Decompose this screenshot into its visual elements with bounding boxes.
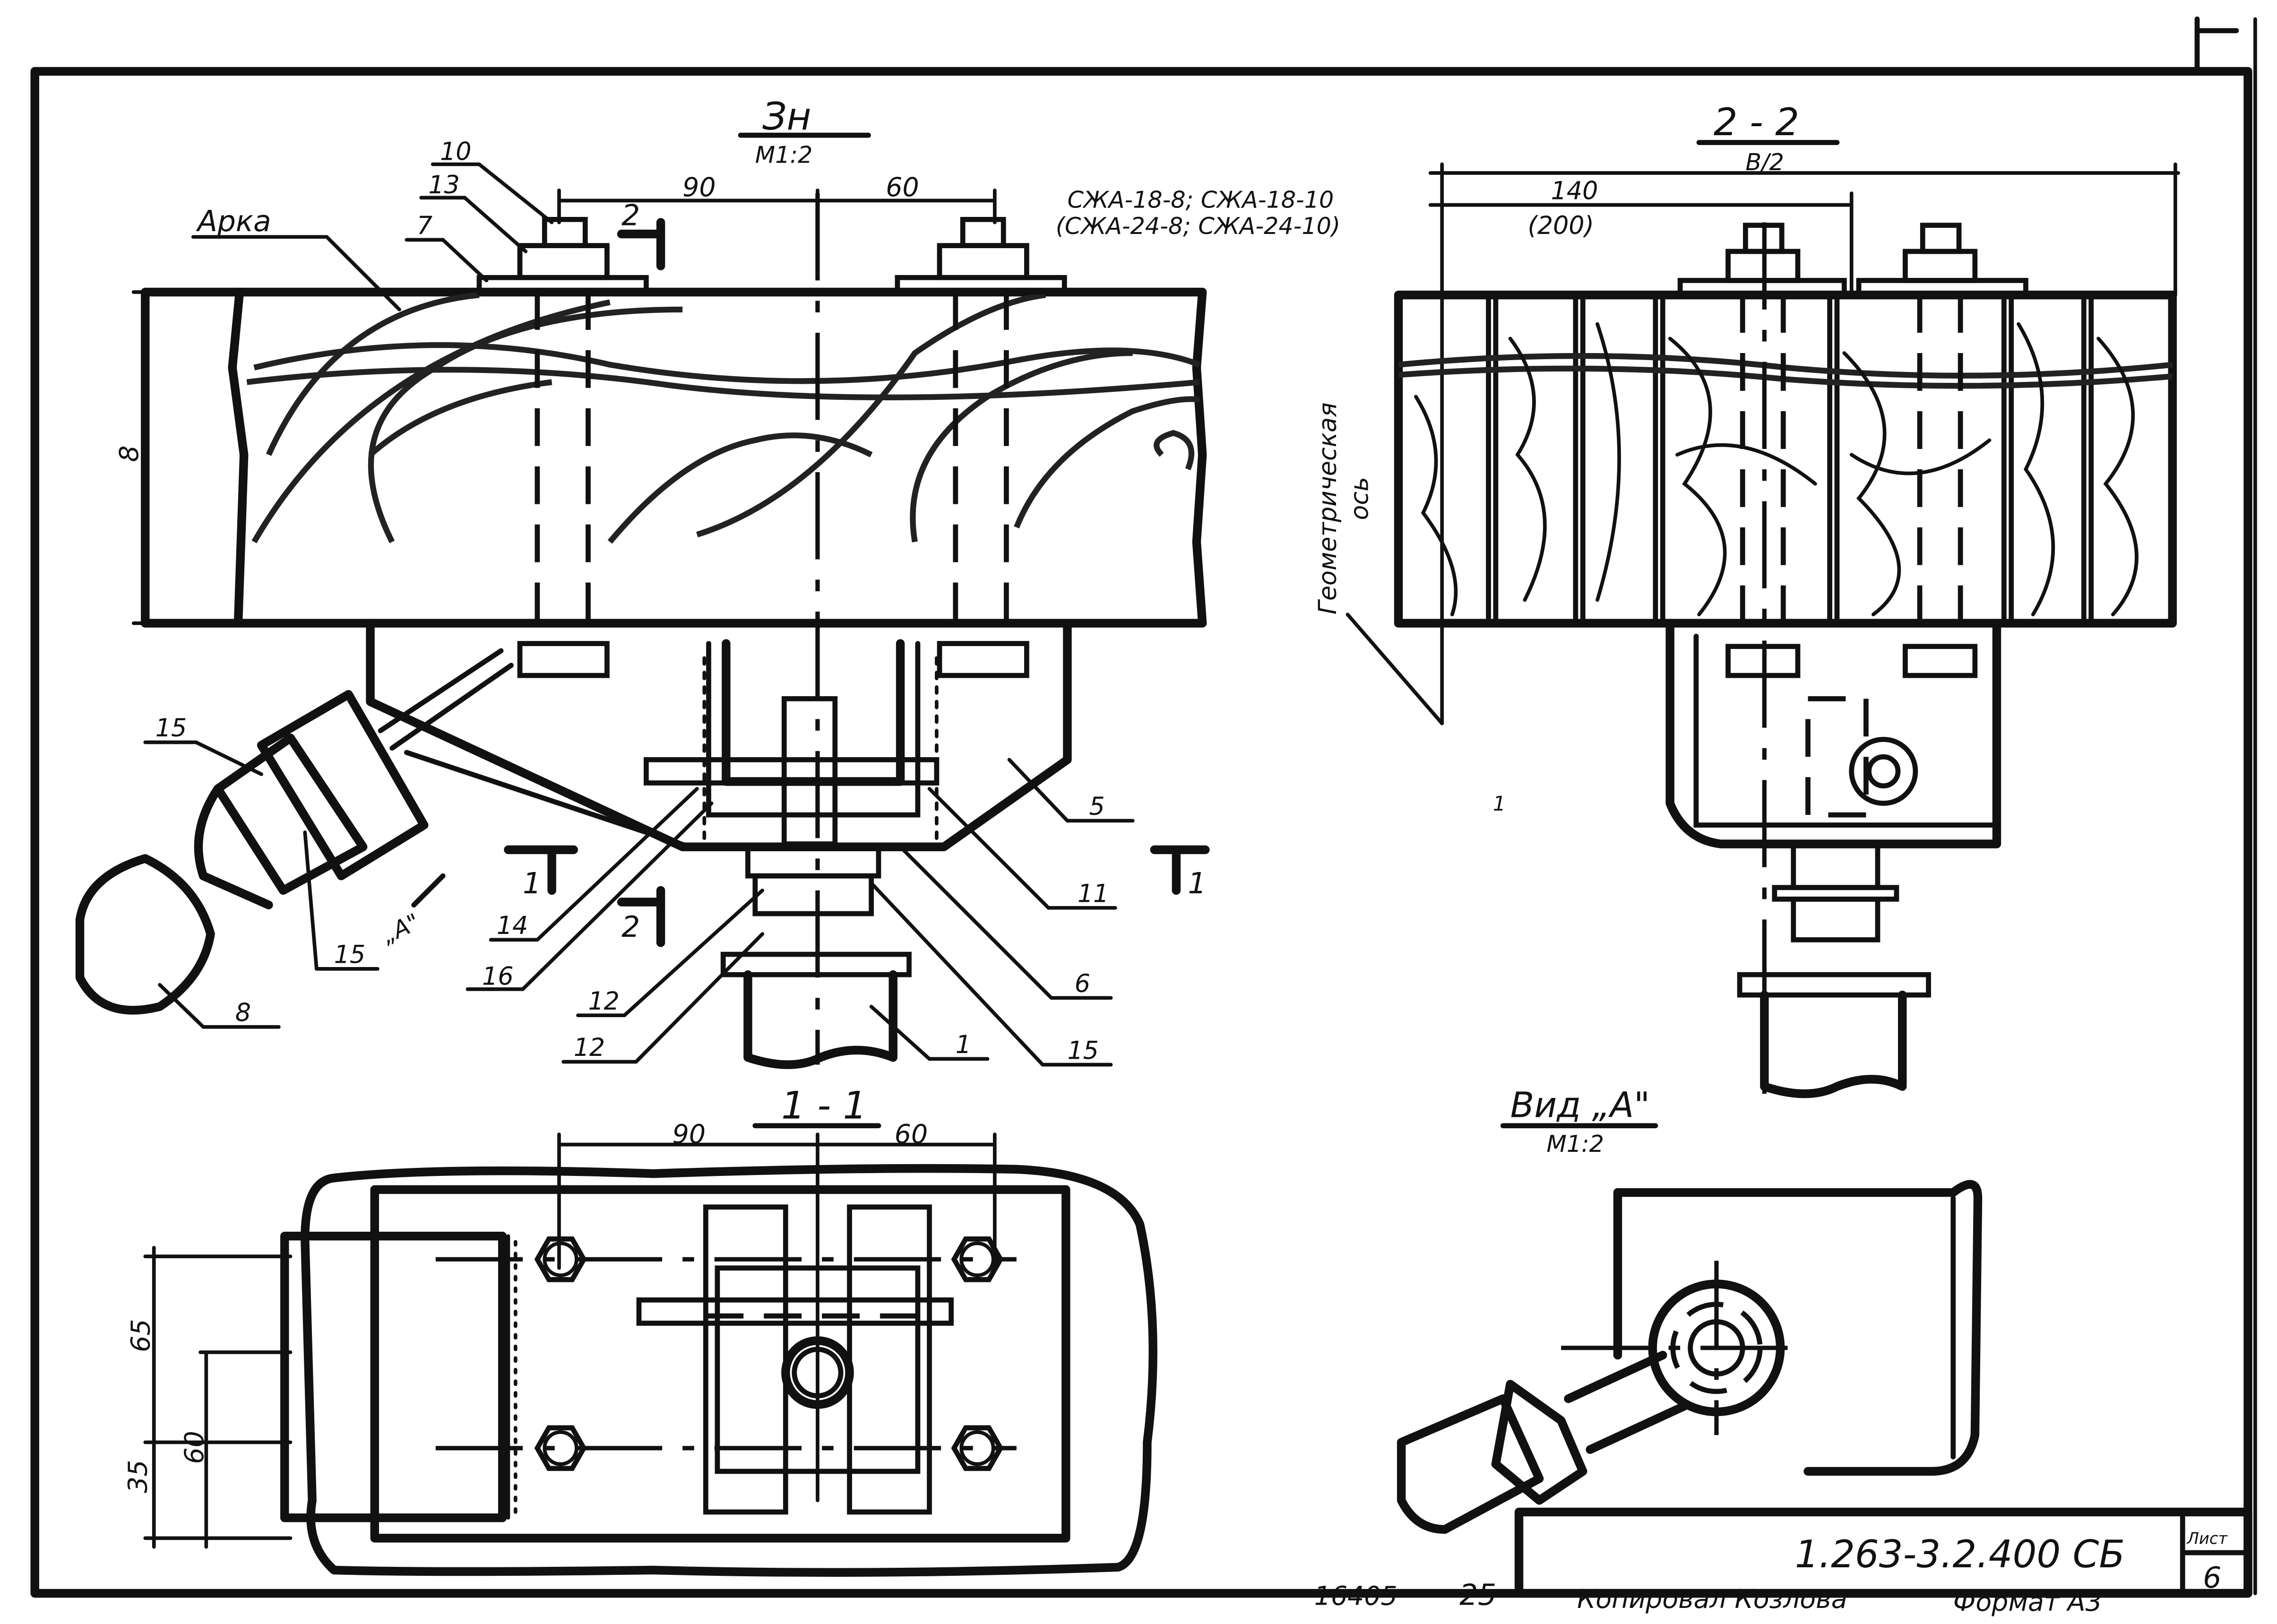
spec-line-1: СЖА-18-8; СЖА-18-10 <box>1067 186 1334 214</box>
copied-by: Копировал Козлова <box>1577 1584 1847 1615</box>
cut1-right: 1 <box>1188 867 1206 900</box>
main-view-title: Зн <box>762 95 811 138</box>
main-dimensions: 90 60 8 <box>114 173 997 625</box>
title-block: 1.263-3.2.400 СБ Лист 6 <box>1514 1507 2252 1598</box>
bolt-left <box>476 216 649 678</box>
drawing-frame <box>30 16 2257 1598</box>
sheet-number: 6 <box>2203 1561 2221 1595</box>
arch-label: Арка <box>196 205 271 238</box>
dim-sec11-v3: 60 <box>180 1431 210 1464</box>
view-a-scale: М1:2 <box>1546 1130 1604 1158</box>
callout-8: 8 <box>235 999 251 1027</box>
callout-7: 7 <box>417 212 432 240</box>
callout-6: 6 <box>1075 970 1090 998</box>
callout-12b: 12 <box>574 1034 605 1062</box>
spec-line-2: (СЖА-24-8; СЖА-24-10) <box>1056 212 1340 240</box>
dim-main-height: 8 <box>114 445 145 462</box>
callout-11: 11 <box>1078 880 1109 908</box>
dim-main-left: 90 <box>682 173 716 203</box>
section-1-1: 1 - 1 90 60 <box>123 1083 1157 1577</box>
geometric-axis-label: Геометрическая ось <box>1314 402 1444 726</box>
section-1-1-title: 1 - 1 <box>781 1083 867 1127</box>
dim-sec11-v2: 35 <box>123 1460 153 1493</box>
callout-10: 10 <box>440 138 471 166</box>
callout-1: 1 <box>956 1031 971 1059</box>
geometric-axis-line-2: ось <box>1346 477 1374 520</box>
dim-main-right: 60 <box>886 173 919 203</box>
section-2-2: 2 - 2 В/2 140 (200) <box>1314 100 2180 1098</box>
callout-16: 16 <box>482 963 513 991</box>
callouts: 10 13 7 15 15 8 14 16 12 12 1 15 6 11 5 <box>143 138 1135 1067</box>
callout-15c: 15 <box>1067 1037 1098 1065</box>
format: Формат А3 <box>1953 1587 2102 1617</box>
arch-beam <box>141 287 1207 628</box>
sheet-label: Лист <box>2186 1529 2228 1548</box>
view-a: Вид „А" М1:2 <box>1397 1085 1983 1534</box>
drawing-code: 1.263-3.2.400 СБ <box>1795 1532 2125 1576</box>
main-view-scale: М1:2 <box>755 141 813 169</box>
cut2-top: 2 <box>621 199 640 233</box>
dim-sec11-left: 90 <box>673 1120 706 1150</box>
dim-sec11-v1: 65 <box>126 1319 156 1352</box>
callout-12a: 12 <box>588 987 619 1016</box>
dim-sec22-bottom: (200) <box>1527 212 1594 240</box>
dim-sec22-top: 140 <box>1551 177 1598 205</box>
cut2-bottom: 2 <box>621 910 640 944</box>
callout-5: 5 <box>1089 793 1105 821</box>
callout-14: 14 <box>497 912 528 940</box>
main-view: Зн М1:2 <box>75 95 1340 1069</box>
bolt-right <box>895 216 1067 678</box>
geometric-axis-line-1: Геометрическая <box>1314 402 1342 614</box>
glulam-layers <box>1398 292 2173 626</box>
view-a-title: Вид „А" <box>1510 1085 1650 1125</box>
page-number: 25 <box>1459 1579 1496 1612</box>
tie-rod <box>75 648 692 1015</box>
callout-15a: 15 <box>155 714 187 743</box>
cut1-left: 1 <box>523 867 541 900</box>
inv-number: 16405 <box>1314 1581 1397 1612</box>
callout-13: 13 <box>428 171 459 199</box>
callout-15b: 15 <box>334 941 365 969</box>
section-marks-main: 2 2 1 1 <box>504 199 1210 947</box>
footer: 16405 25 Копировал Козлова Формат А3 <box>1314 1579 2102 1617</box>
stray-mark: 1 <box>1493 792 1506 816</box>
view-a-marker: „А" <box>377 908 424 949</box>
section-2-2-title: 2 - 2 <box>1714 100 1799 144</box>
dim-sec11-right: 60 <box>895 1120 928 1150</box>
